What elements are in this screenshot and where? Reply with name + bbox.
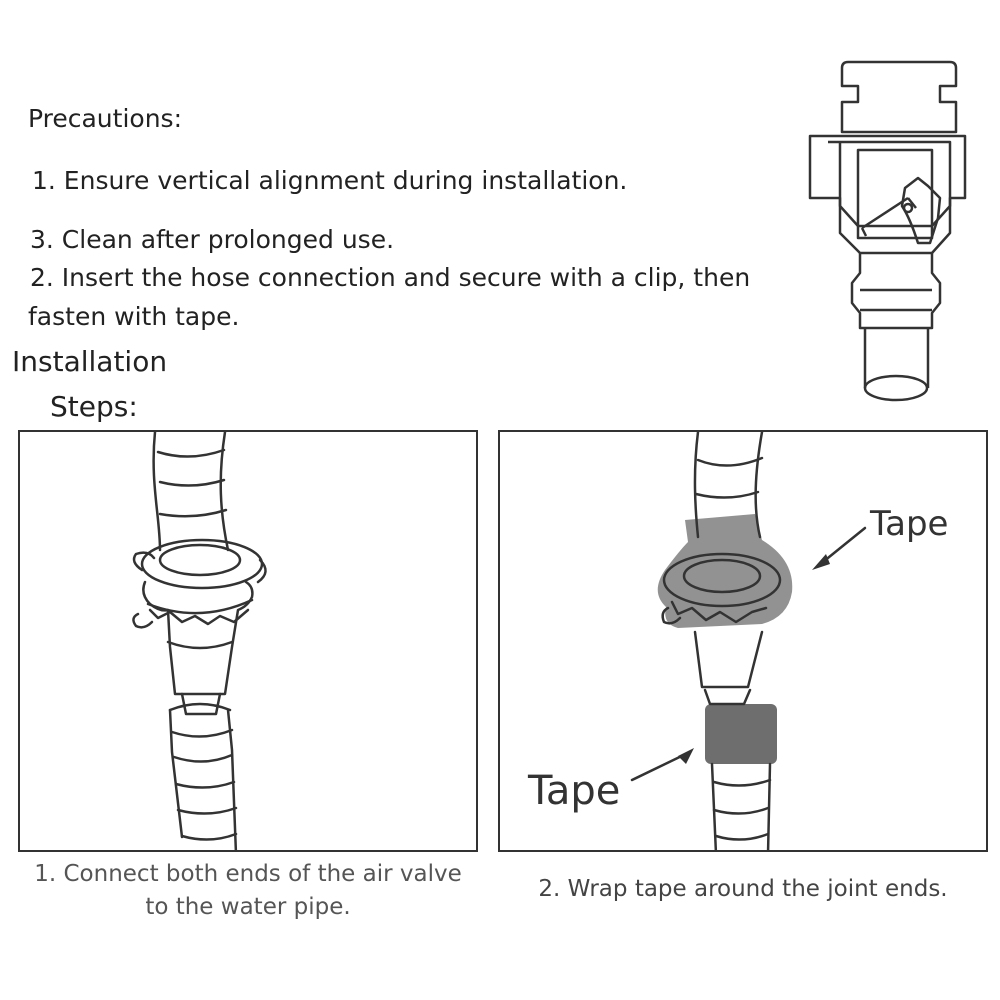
step-1-caption: 1. Connect both ends of the air valve to…: [18, 858, 478, 924]
step-1-caption-line-1: 1. Connect both ends of the air valve: [34, 861, 462, 887]
precautions-title: Precautions:: [28, 104, 182, 133]
tape-label-top: Tape: [870, 504, 949, 544]
installation-title: Installation: [12, 345, 168, 378]
installation-subtitle: Steps:: [50, 390, 138, 423]
step-2-caption: 2. Wrap tape around the joint ends.: [538, 876, 948, 902]
precaution-item-2: 2. Insert the hose connection and secure…: [30, 263, 751, 292]
tape-wrapped-connection-illustration: [630, 432, 867, 850]
precaution-item-3: 3. Clean after prolonged use.: [30, 225, 395, 254]
upper-tape-wrap: [657, 514, 793, 628]
tape-label-bottom: Tape: [528, 768, 621, 814]
step-1-caption-line-2: to the water pipe.: [145, 894, 351, 920]
hose-connection-illustration: [132, 432, 267, 850]
air-valve-illustration: [808, 60, 967, 402]
step-1-panel: [18, 430, 478, 852]
lower-tape-wrap: [705, 704, 777, 764]
precaution-item-1: 1. Ensure vertical alignment during inst…: [32, 166, 628, 195]
step-2-panel: Tape Tape: [498, 430, 988, 852]
precaution-item-2-continued: fasten with tape.: [28, 302, 240, 331]
